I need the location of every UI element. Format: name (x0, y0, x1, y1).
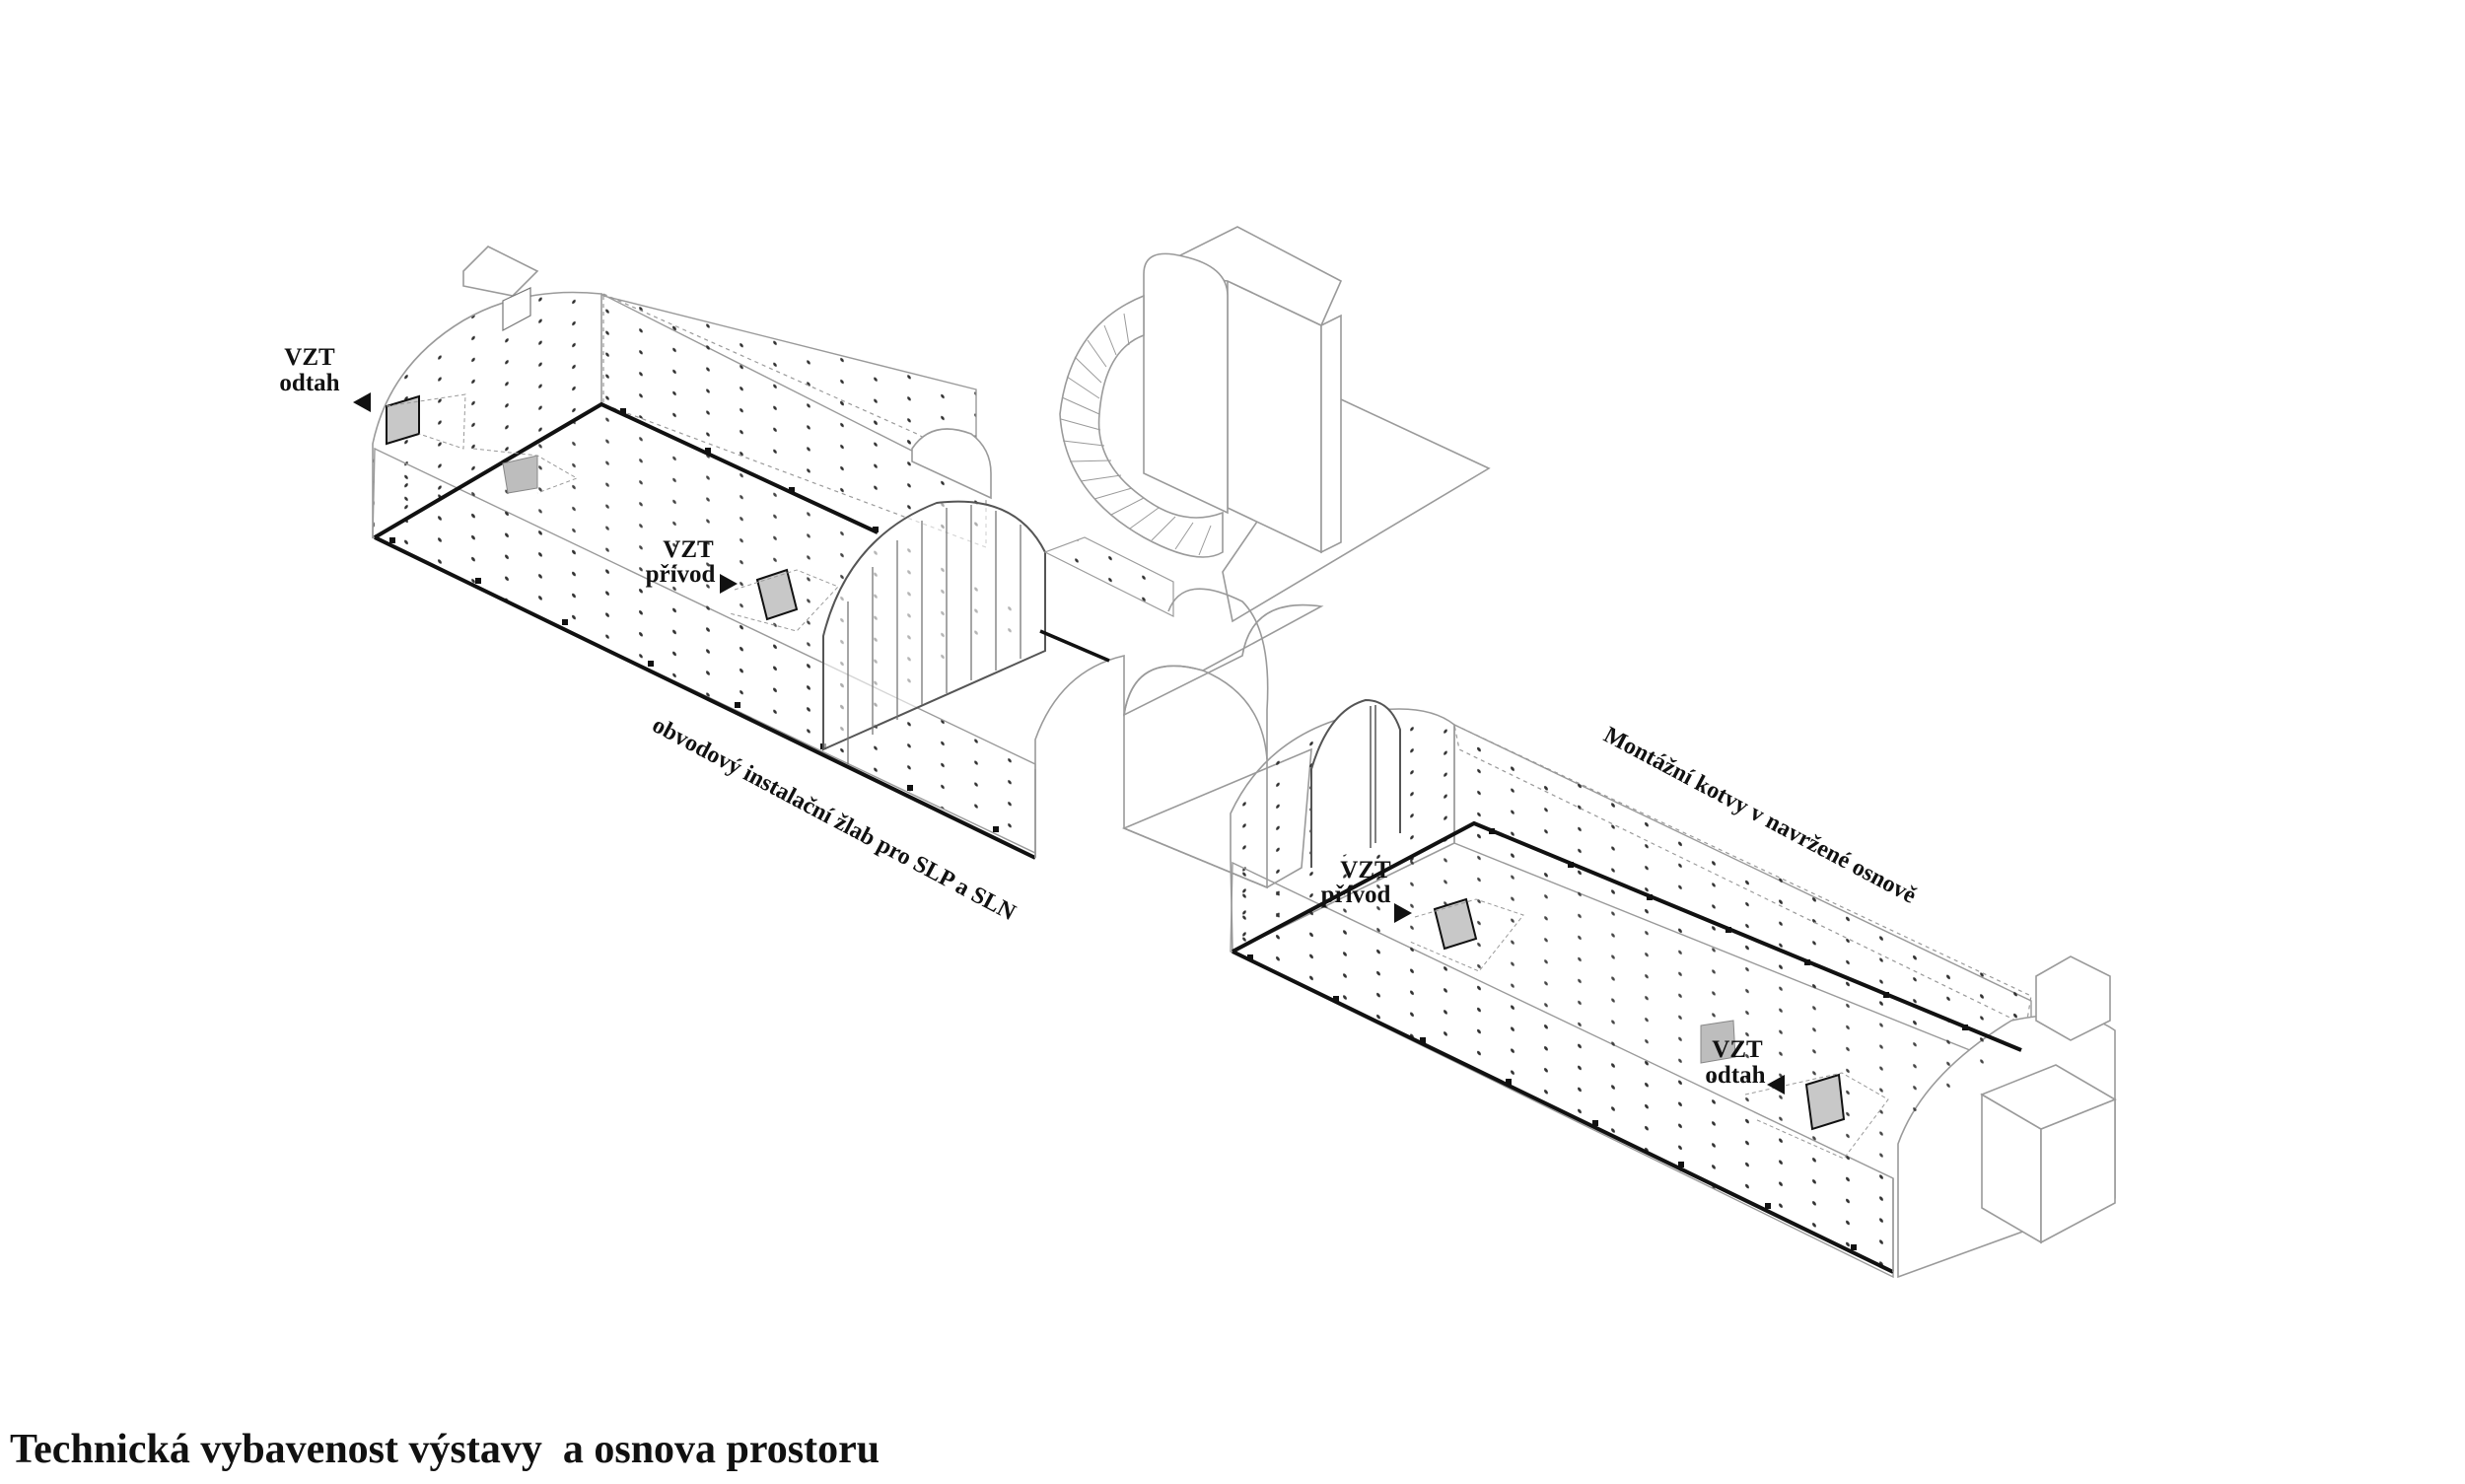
right-floor (1232, 823, 2021, 1272)
vent-grille-icon (755, 568, 799, 621)
left-hall-far-arch (1034, 654, 1125, 858)
right-hall (1230, 698, 2117, 1279)
left-privod-label-1: VZT (663, 536, 714, 563)
vent-duct-shadow-icon (1700, 1020, 1736, 1064)
left-glass-partition (822, 500, 1046, 751)
left-hall-far-section (1043, 536, 1174, 617)
right-vent-odtah (1700, 1020, 1889, 1160)
right-vault (1453, 723, 2032, 1026)
box-top (1980, 1064, 2117, 1130)
arrow-left-icon (353, 392, 371, 412)
left-trough-front (374, 535, 1036, 860)
right-privod-label-1: VZT (1340, 857, 1391, 883)
left-gable-stub (462, 246, 539, 297)
right-arrows (1394, 903, 1785, 1095)
vent-duct-shadow-icon (502, 455, 538, 494)
arrow-left-icon (1767, 1075, 1785, 1095)
right-trough-outline (1232, 820, 2022, 1052)
corridor-arch-rear (1167, 588, 1269, 711)
partition-mullions (847, 505, 1021, 764)
left-odtah-label-2: odtah (279, 370, 339, 396)
left-vent-odtah (386, 393, 579, 494)
left-hall (353, 246, 1174, 860)
stair-treads (1060, 306, 1212, 556)
vent-grille-icon (1433, 897, 1478, 951)
left-privod-label-2: přívod (646, 561, 716, 588)
right-inner-doorway (1310, 698, 1401, 868)
right-odtah-label-2: odtah (1705, 1062, 1765, 1089)
left-rear-annex (911, 428, 992, 500)
tower-front-face (1227, 279, 1322, 554)
left-trough-outline (373, 401, 879, 539)
right-vent-privod (1409, 897, 1524, 972)
right-privod-label-2: přívod (1321, 882, 1391, 908)
arrow-right-icon (720, 574, 738, 594)
tower-side-face (1320, 314, 1342, 554)
right-box-annex (1980, 1064, 2117, 1244)
stair-tower (1059, 226, 1491, 623)
figure-caption: Technická vybavenost výstavy a osnova pr… (10, 1427, 880, 1472)
right-trough-anchors (1247, 828, 1968, 1250)
right-odtah-label-1: VZT (1712, 1036, 1763, 1063)
left-vent-privod (729, 568, 839, 632)
vent-grille-icon (1804, 1073, 1846, 1131)
left-odtah-label-1: VZT (284, 344, 335, 371)
left-trough-anchors (389, 408, 999, 832)
right-trough-front (1232, 950, 1894, 1274)
arrow-right-icon (1394, 903, 1412, 923)
tower-turret (1143, 252, 1229, 515)
left-gable-window (502, 287, 531, 332)
left-arrows (353, 392, 738, 594)
right-rear-annex (2035, 955, 2111, 1041)
